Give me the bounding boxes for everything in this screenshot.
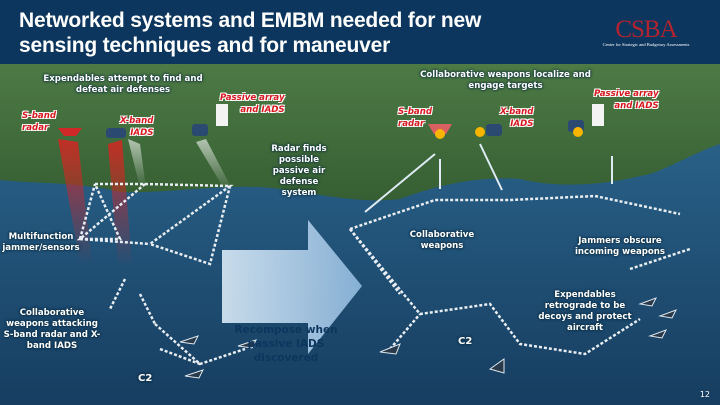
- left-c2-label: C2: [138, 373, 153, 384]
- right-network-links: [349, 194, 691, 356]
- threat-icons: [58, 104, 604, 139]
- map-background: [0, 64, 720, 405]
- radar-finds-label: Radar finds possible passive air defense…: [271, 144, 327, 198]
- slide-title: Networked systems and EMBM needed for ne…: [19, 8, 481, 58]
- slide-header: Networked systems and EMBM needed for ne…: [0, 0, 720, 64]
- x-band-beam: [108, 140, 132, 266]
- right-collab-weapons-label: Collaborative weapons: [409, 230, 475, 251]
- left-collab-weapons-label: Collaborative weapons attacking S-band r…: [3, 308, 101, 351]
- right-c2-label: C2: [458, 336, 473, 347]
- logo-text: CSBA: [615, 16, 677, 43]
- page-number: 12: [699, 390, 710, 399]
- right-caption: Collaborative weapons localize and engag…: [420, 70, 591, 91]
- aircraft-icons: [179, 297, 678, 379]
- right-engage-arrows: [364, 143, 613, 213]
- left-network-links: [76, 182, 246, 366]
- recompose-label: Recompose when passive IADS discovered: [234, 324, 338, 364]
- logo-subtitle: Center for Strategic and Budgetary Asses…: [602, 42, 690, 47]
- multifunction-jammer-label: Multifunction jammer/sensors: [2, 232, 80, 253]
- expendables-retrograde-label: Expendables retrograde to be decoys and …: [538, 290, 632, 333]
- left-caption: Expendables attempt to find and defeat a…: [43, 74, 203, 95]
- recompose-arrow: [222, 220, 362, 354]
- land-area: [0, 64, 720, 201]
- map-scene: Expendables attempt to find and defeat a…: [0, 64, 720, 405]
- jammers-obscure-label: Jammers obscure incoming weapons: [574, 236, 666, 257]
- s-band-beam: [58, 139, 92, 264]
- csba-logo: CSBA Center for Strategic and Budgetary …: [576, 16, 716, 47]
- title-line-1: Networked systems and EMBM needed for ne…: [19, 9, 482, 32]
- title-line-2: sensing techniques and for maneuver: [19, 34, 391, 57]
